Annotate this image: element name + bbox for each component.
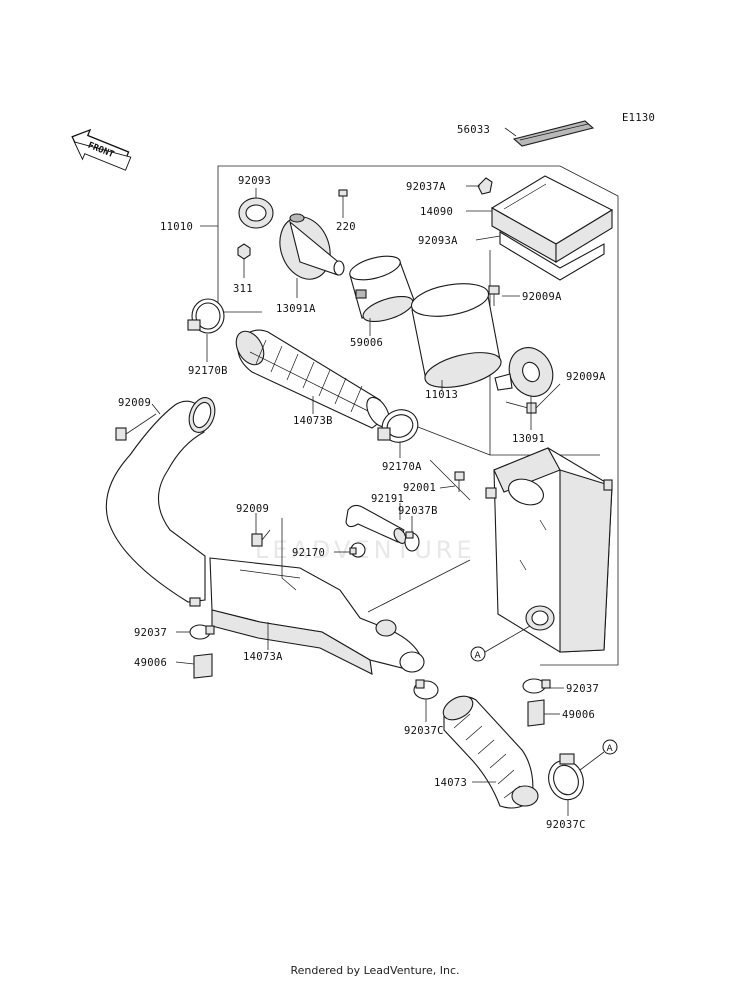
part-intake-tube-left — [105, 397, 216, 607]
label-49006: 49006 — [134, 657, 167, 669]
part-92037C-clamp-middle — [413, 679, 439, 700]
part-56033-sticker — [504, 120, 595, 147]
connector-lines — [281, 459, 471, 613]
label-11010: 11010 — [160, 221, 193, 233]
leader-lines — [151, 185, 569, 816]
label-14073A: 14073A — [243, 651, 283, 663]
callout-a-right: A — [579, 739, 618, 771]
part-220-bolt — [338, 189, 348, 210]
label-92037C: 92037C — [404, 725, 444, 737]
part-14073B-intake-duct — [235, 329, 390, 429]
part-14073A-intake-duct — [209, 557, 425, 675]
label-14073B: 14073B — [293, 415, 333, 427]
label-92170A: 92170A — [382, 461, 422, 473]
part-311-nut — [237, 243, 251, 260]
label-220: 220 — [336, 221, 356, 233]
label-92170: 92170 — [292, 547, 325, 559]
label-56033: 56033 — [457, 124, 490, 136]
part-92170A-clamp — [377, 409, 419, 443]
label-13091: 13091 — [512, 433, 545, 445]
label-92009A: 92009A — [522, 291, 562, 303]
label-92009-2: 92009 — [236, 503, 269, 515]
label-92093: 92093 — [238, 175, 271, 187]
label-49006-2: 49006 — [562, 709, 595, 721]
part-92001-bolt — [454, 471, 465, 492]
front-arrow-icon: FRONT — [71, 128, 132, 171]
label-92037A: 92037A — [406, 181, 446, 193]
label-92170B: 92170B — [188, 365, 228, 377]
label-14073: 14073 — [434, 777, 467, 789]
label-59006: 59006 — [350, 337, 383, 349]
part-92170-clamp — [349, 542, 366, 558]
label-92037-2: 92037 — [566, 683, 599, 695]
label-92037C-2: 92037C — [546, 819, 586, 831]
part-92009-bolt-middle — [251, 529, 271, 547]
part-92009A-bolt-upper — [488, 285, 500, 306]
callout-a-left: A — [470, 625, 531, 662]
label-92037B: 92037B — [398, 505, 438, 517]
label-11013: 11013 — [425, 389, 458, 401]
airbox-housing — [485, 447, 613, 653]
part-49006-tag-left — [193, 653, 213, 679]
part-92191-hose — [345, 504, 407, 544]
part-92037A-clip — [477, 177, 493, 195]
label-13091A: 13091A — [276, 303, 316, 315]
footer-credit: Rendered by LeadVenture, Inc. — [290, 964, 460, 977]
part-11013-outer-filter — [410, 283, 502, 388]
label-92009: 92009 — [118, 397, 151, 409]
part-92037C-clamp-right — [548, 753, 584, 801]
part-92170B-clamp — [187, 298, 225, 334]
part-92009-bolt-left — [115, 413, 157, 441]
label-14090: 14090 — [420, 206, 453, 218]
part-92037-clamp-right — [522, 678, 551, 694]
label-92009A-2: 92009A — [566, 371, 606, 383]
part-92009A-bolt-lower — [505, 401, 537, 414]
part-13091A-filter-holder — [279, 213, 345, 280]
label-311: 311 — [233, 283, 253, 295]
label-92191: 92191 — [371, 493, 404, 505]
label-92093A: 92093A — [418, 235, 458, 247]
part-49006-tag-right — [527, 699, 545, 727]
label-92001: 92001 — [403, 482, 436, 494]
part-14090-airbox-cover — [490, 175, 614, 281]
part-92037-clamp-left — [189, 624, 215, 640]
part-59006-inner-filter — [349, 255, 415, 323]
part-14073-lower-duct — [442, 695, 539, 809]
callout-letter-right: A — [607, 744, 614, 754]
part-92093-grommet — [238, 197, 274, 229]
part-13091-plate — [494, 347, 554, 397]
part-92037B-clamp — [404, 531, 420, 552]
diagram-code: E1130 — [622, 112, 655, 124]
callout-letter-left: A — [475, 651, 482, 661]
label-92037: 92037 — [134, 627, 167, 639]
